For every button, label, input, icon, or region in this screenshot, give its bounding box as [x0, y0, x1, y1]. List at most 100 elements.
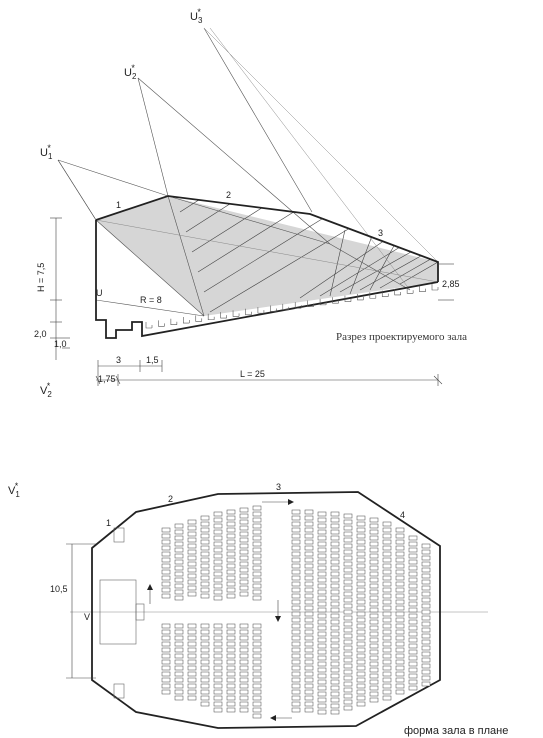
plan-seat — [395, 545, 405, 551]
label-u3: U3* — [190, 7, 203, 25]
plan-seat — [200, 593, 210, 599]
plan-seat — [330, 577, 340, 583]
plan-seat — [187, 689, 197, 695]
plan-seat — [304, 647, 314, 653]
plan-seat — [395, 623, 405, 629]
plan-seat — [343, 585, 353, 591]
plan-seat — [239, 561, 249, 567]
plan-seat — [304, 605, 314, 611]
plan-seat — [226, 641, 236, 647]
plan-seat — [356, 611, 366, 617]
plan-seat — [200, 521, 210, 527]
plan-seat — [395, 689, 405, 695]
plan-seat — [187, 567, 197, 573]
plan-seat — [317, 523, 327, 529]
plan-seat — [330, 565, 340, 571]
plan-seat — [187, 537, 197, 543]
label-d3: 3 — [116, 355, 121, 365]
plan-seat — [382, 581, 392, 587]
plan-seat — [291, 533, 301, 539]
plan-seat — [395, 671, 405, 677]
plan-seat — [200, 623, 210, 629]
plan-seat — [291, 701, 301, 707]
plan-seat — [200, 515, 210, 521]
plan-seg3: 3 — [276, 482, 281, 492]
plan-seat — [369, 637, 379, 643]
plan-seat — [369, 583, 379, 589]
plan-seat — [213, 511, 223, 517]
plan-seat — [421, 609, 431, 615]
plan-seg2: 2 — [168, 494, 173, 504]
plan-seat — [161, 689, 171, 695]
plan-seat — [382, 611, 392, 617]
plan-seat — [330, 655, 340, 661]
plan-seat — [356, 665, 366, 671]
plan-seat — [226, 521, 236, 527]
plan-seat — [356, 575, 366, 581]
plan-seat — [226, 707, 236, 713]
label-u: U — [96, 288, 103, 298]
plan-seat — [317, 703, 327, 709]
plan-seat — [382, 641, 392, 647]
plan-seat — [291, 707, 301, 713]
section-seat — [369, 292, 377, 299]
plan-seat — [343, 549, 353, 555]
plan-seat — [200, 587, 210, 593]
section-seat — [158, 320, 165, 327]
plan-seat — [330, 673, 340, 679]
plan-seat — [421, 681, 431, 687]
plan-seat — [252, 571, 262, 577]
floor-outline — [95, 220, 439, 339]
plan-seat — [304, 677, 314, 683]
plan-seat — [408, 679, 418, 685]
plan-seat — [330, 625, 340, 631]
plan-seat — [187, 531, 197, 537]
plan-seat — [304, 653, 314, 659]
plan-seat — [252, 635, 262, 641]
label-v2: V2* — [40, 381, 52, 399]
plan-seat — [291, 545, 301, 551]
plan-seat — [161, 587, 171, 593]
plan-seat — [408, 685, 418, 691]
plan-seat — [252, 653, 262, 659]
plan-seat — [304, 563, 314, 569]
plan-seat — [330, 613, 340, 619]
plan-seat — [330, 709, 340, 715]
plan-seat — [369, 619, 379, 625]
plan-seat — [226, 683, 236, 689]
plan-seat — [369, 541, 379, 547]
plan-seat — [239, 573, 249, 579]
label-seg1: 1 — [116, 200, 121, 210]
plan-seat — [382, 545, 392, 551]
section-seat — [431, 284, 439, 291]
plan-seat — [317, 559, 327, 565]
plan-seat — [382, 605, 392, 611]
plan-seat — [317, 643, 327, 649]
plan-seat — [200, 647, 210, 653]
plan-seat — [330, 535, 340, 541]
plan-seat — [330, 517, 340, 523]
plan-seat — [174, 553, 184, 559]
plan-seat — [343, 615, 353, 621]
plan-seat — [421, 627, 431, 633]
plan-seat — [369, 517, 379, 523]
plan-seat — [421, 567, 431, 573]
plan-seat — [161, 557, 171, 563]
plan-seat — [343, 693, 353, 699]
plan-seat — [395, 617, 405, 623]
label-d2: 2,0 — [34, 329, 47, 339]
plan-seat — [239, 549, 249, 555]
plan-seat — [395, 563, 405, 569]
plan-seat — [330, 649, 340, 655]
plan-seat — [369, 601, 379, 607]
plan-seat — [317, 535, 327, 541]
door-top — [113, 527, 125, 543]
plan-seat — [239, 659, 249, 665]
plan-seat — [421, 597, 431, 603]
plan-seat — [200, 551, 210, 557]
plan-seat — [252, 547, 262, 553]
plan-seat — [252, 541, 262, 547]
sight-area — [96, 196, 438, 316]
plan-seat — [304, 641, 314, 647]
plan-seat — [356, 581, 366, 587]
